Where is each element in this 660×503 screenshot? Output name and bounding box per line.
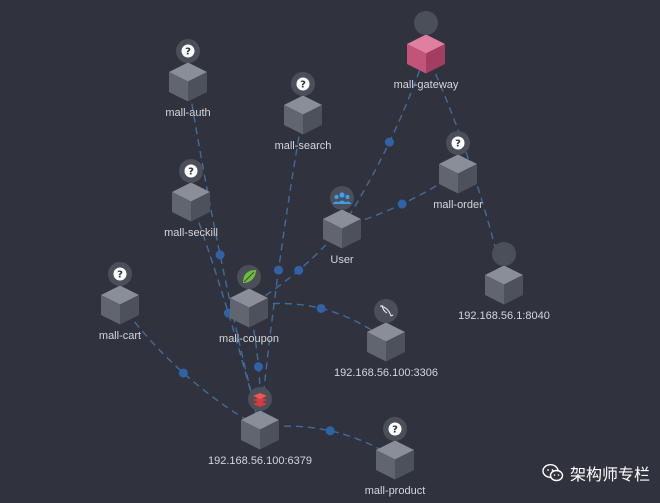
node-mall-gateway[interactable]: mall-gateway xyxy=(394,11,459,91)
cube-right xyxy=(426,44,445,74)
svg-text:?: ? xyxy=(188,167,194,178)
node-mall-seckill[interactable]: ? mall-seckill xyxy=(164,159,218,239)
watermark: 架构师专栏 xyxy=(542,461,650,485)
cube-right xyxy=(188,72,207,102)
question-mark-icon: ? xyxy=(179,159,203,183)
gateway-circle-icon xyxy=(414,11,438,35)
edge-dot[interactable] xyxy=(215,250,225,260)
cube-right xyxy=(395,450,414,480)
svg-text:?: ? xyxy=(185,47,191,58)
cube-left xyxy=(376,450,395,480)
node-mall-auth[interactable]: ? mall-auth xyxy=(165,39,211,119)
edge-dot[interactable] xyxy=(178,368,188,378)
cube-right xyxy=(120,295,139,325)
node-label: mall-coupon xyxy=(219,333,279,345)
cube-left xyxy=(241,420,260,450)
wechat-icon xyxy=(542,463,564,482)
svg-text:?: ? xyxy=(300,80,306,91)
node-label: 192.168.56.100:6379 xyxy=(208,455,312,467)
node-ip-6379[interactable]: 192.168.56.100:6379 xyxy=(208,387,312,467)
edge-dot[interactable] xyxy=(274,265,284,275)
cube-left xyxy=(284,105,303,135)
cube-right xyxy=(386,332,405,362)
question-mark-icon: ? xyxy=(176,39,200,63)
mysql-dolphin-icon xyxy=(374,299,398,323)
node-layer: mall-gateway? mall-auth? mall-search? mall-… xyxy=(99,11,550,497)
redis-icon xyxy=(248,387,272,411)
node-label: mall-cart xyxy=(99,330,141,342)
cube-right xyxy=(504,275,523,305)
node-label: 192.168.56.100:3306 xyxy=(334,367,438,379)
edge-dot[interactable] xyxy=(397,199,407,209)
node-ip-3306[interactable]: 192.168.56.100:3306 xyxy=(334,299,438,379)
question-mark-icon: ? xyxy=(291,72,315,96)
users-icon xyxy=(330,186,354,210)
edge-dot[interactable] xyxy=(316,303,326,313)
node-label: mall-search xyxy=(275,140,332,152)
node-mall-cart[interactable]: ? mall-cart xyxy=(99,262,141,342)
cube-left xyxy=(485,275,504,305)
question-mark-icon: ? xyxy=(446,131,470,155)
node-label: mall-auth xyxy=(165,107,210,119)
cube-left xyxy=(323,219,342,249)
svg-text:?: ? xyxy=(117,270,123,281)
watermark-text: 架构师专栏 xyxy=(569,465,650,484)
node-label: mall-order xyxy=(433,199,483,211)
svg-text:?: ? xyxy=(392,425,398,436)
cube-right xyxy=(303,105,322,135)
node-mall-order[interactable]: ? mall-order xyxy=(433,131,483,211)
node-mall-coupon[interactable]: mall-coupon xyxy=(219,265,279,345)
cube-right xyxy=(260,420,279,450)
node-label: User xyxy=(330,254,354,266)
node-label: mall-seckill xyxy=(164,227,218,239)
node-label: 192.168.56.1:8040 xyxy=(458,310,550,322)
cube-left xyxy=(230,298,249,328)
cube-left xyxy=(169,72,188,102)
edge-dot[interactable] xyxy=(325,426,335,436)
edge-dot[interactable] xyxy=(294,265,304,275)
edge-dot[interactable] xyxy=(253,362,263,372)
question-mark-icon: ? xyxy=(108,262,132,286)
spring-leaf-icon xyxy=(237,265,261,289)
cube-right xyxy=(458,164,477,194)
cube-left xyxy=(172,192,191,222)
cube-left xyxy=(101,295,120,325)
endpoint-circle-icon xyxy=(492,242,516,266)
node-label: mall-gateway xyxy=(394,79,459,91)
node-user[interactable]: User xyxy=(323,186,361,266)
cube-right xyxy=(191,192,210,222)
cube-right xyxy=(249,298,268,328)
cube-left xyxy=(439,164,458,194)
cube-right xyxy=(342,219,361,249)
cube-left xyxy=(407,44,426,74)
node-mall-product[interactable]: ? mall-product xyxy=(365,417,426,497)
node-ip-8040[interactable]: 192.168.56.1:8040 xyxy=(458,242,550,322)
edge-dot[interactable] xyxy=(384,137,394,147)
question-mark-icon: ? xyxy=(383,417,407,441)
cube-left xyxy=(367,332,386,362)
svg-text:?: ? xyxy=(455,139,461,150)
node-label: mall-product xyxy=(365,485,426,497)
node-mall-search[interactable]: ? mall-search xyxy=(275,72,332,152)
